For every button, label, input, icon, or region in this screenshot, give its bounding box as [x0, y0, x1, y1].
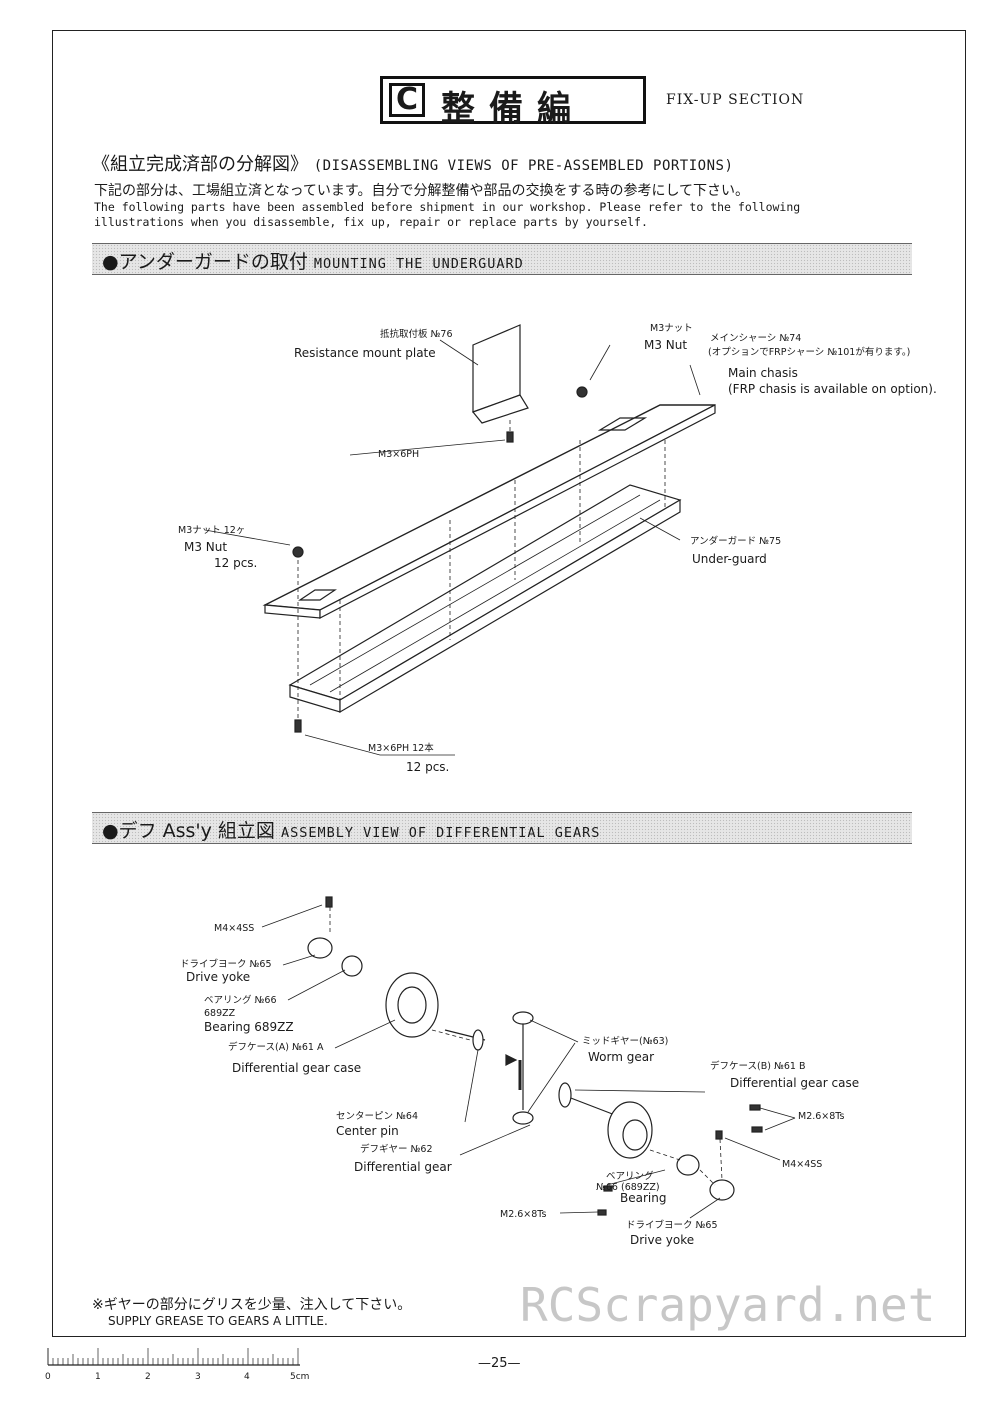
underguard-label-en: Under-guard: [692, 552, 767, 566]
drive-yoke-right-label-en: Drive yoke: [630, 1233, 695, 1247]
page-frame: [52, 30, 966, 1337]
page-number: —25—: [478, 1356, 521, 1371]
case-a-label-jp: デフケース(A) №61 A: [228, 1042, 324, 1053]
intro-text-en-line1: The following parts have been assembled …: [94, 200, 801, 214]
diff-section-bar: ●デフ Ass'y 組立図 ASSEMBLY VIEW OF DIFFERENT…: [92, 812, 912, 844]
section-letter: C: [389, 83, 425, 117]
worm-gear-label-en: Worm gear: [588, 1050, 655, 1064]
grease-note-en: SUPPLY GREASE TO GEARS A LITTLE.: [108, 1314, 328, 1328]
m4x4ss-right-label: M4×4SS: [782, 1159, 823, 1170]
worm-gear-label-jp: ミッドギヤー(№63): [582, 1036, 669, 1047]
section-header-box: C 整備編: [380, 76, 646, 129]
main-chassis-label-jp: メインシャーシ №74: [710, 333, 802, 344]
diff-gear-label-en: Differential gear: [354, 1160, 452, 1174]
m3-nut-top-label-jp: M3ナット: [650, 323, 693, 334]
main-chassis-label-en: Main chasis: [728, 366, 798, 380]
ruler-label-4: 4: [244, 1372, 250, 1382]
m3x6ph-12-pcs: 12 pcs.: [406, 760, 450, 774]
main-chassis-option-jp: (オプションでFRPシャーシ №101が有ります。): [708, 347, 911, 358]
ruler-label-5: 5cm: [290, 1372, 310, 1382]
differential-diagram: [261, 896, 796, 1219]
case-a-label-en: Differential gear case: [232, 1061, 362, 1075]
bearing-right-code: №66 (689ZZ): [596, 1182, 660, 1193]
m3x6ph-12-label-jp: M3×6PH 12本: [368, 743, 434, 754]
underguard-title-jp: ●アンダーガードの取付: [102, 251, 308, 273]
diff-title-jp: ●デフ Ass'y 組立図: [102, 820, 275, 842]
drive-yoke-right-label-jp: ドライブヨーク №65: [626, 1220, 718, 1231]
bearing-right-label-en: Bearing: [620, 1191, 667, 1205]
ruler-label-3: 3: [195, 1372, 201, 1382]
underguard-section-bar: ●アンダーガードの取付 MOUNTING THE UNDERGUARD: [92, 243, 912, 275]
bearing-right-label-jp: ベアリング: [606, 1171, 654, 1182]
ruler-label-2: 2: [145, 1372, 151, 1382]
bearing-left-label-jp: ベアリング №66: [204, 995, 277, 1006]
intro-title: 《組立完成済部の分解図》 (DISASSEMBLING VIEWS OF PRE…: [92, 150, 733, 176]
m3-nut-12-label-jp: M3ナット 12ヶ: [178, 525, 246, 536]
m3-nut-top-label-en: M3 Nut: [644, 338, 688, 352]
m4x4ss-left-label: M4×4SS: [214, 923, 255, 934]
watermark: RCScrapyard.net: [520, 1278, 936, 1332]
m3x6ph-label: M3×6PH: [378, 449, 420, 460]
underguard-diagram: [204, 324, 716, 756]
diff-gear-label-jp: デフギヤー №62: [360, 1144, 433, 1155]
intro-title-en: (DISASSEMBLING VIEWS OF PRE-ASSEMBLED PO…: [313, 158, 734, 174]
case-b-label-jp: デフケース(B) №61 B: [710, 1061, 806, 1072]
m26x8ts-bottom-label: M2.6×8Ts: [500, 1209, 547, 1220]
bearing-left-code: 689ZZ: [204, 1008, 236, 1019]
m3-nut-12-pcs: 12 pcs.: [214, 556, 258, 570]
intro-text-en: The following parts have been assembled …: [94, 200, 800, 230]
center-pin-label-jp: センターピン №64: [336, 1111, 418, 1122]
center-pin-label-en: Center pin: [336, 1124, 399, 1138]
intro-text-en-line2: illustrations when you disassemble, fix …: [94, 215, 648, 229]
case-b-label-en: Differential gear case: [730, 1076, 860, 1090]
underguard-title-en: MOUNTING THE UNDERGUARD: [313, 256, 524, 272]
drive-yoke-left-label-jp: ドライブヨーク №65: [180, 959, 272, 970]
grease-note-jp: ※ギヤーの部分にグリスを少量、注入して下さい。: [92, 1297, 412, 1313]
main-chassis-option-en: (FRP chasis is available on option).: [728, 382, 937, 396]
drive-yoke-left-label-en: Drive yoke: [186, 970, 251, 984]
section-title-jp: 整備編: [441, 89, 585, 129]
ruler-label-1: 1: [95, 1372, 101, 1382]
intro-title-jp: 《組立完成済部の分解図》: [92, 154, 308, 175]
bearing-left-label-en: Bearing 689ZZ: [204, 1020, 294, 1034]
underguard-label-jp: アンダーガード №75: [690, 536, 782, 547]
m26x8ts-right-label: M2.6×8Ts: [798, 1111, 845, 1122]
diff-title-en: ASSEMBLY VIEW OF DIFFERENTIAL GEARS: [280, 825, 601, 841]
resistance-plate-label-en: Resistance mount plate: [294, 346, 436, 360]
resistance-plate-label-jp: 抵抗取付板 №76: [380, 329, 453, 340]
ruler: [47, 1348, 300, 1366]
m3-nut-12-label-en: M3 Nut: [184, 540, 228, 554]
intro-text-jp: 下記の部分は、工場組立済となっています。自分で分解整備や部品の交換をする時の参考…: [94, 183, 750, 199]
ruler-label-0: 0: [45, 1372, 51, 1382]
section-title-en: FIX-UP SECTION: [666, 92, 805, 108]
